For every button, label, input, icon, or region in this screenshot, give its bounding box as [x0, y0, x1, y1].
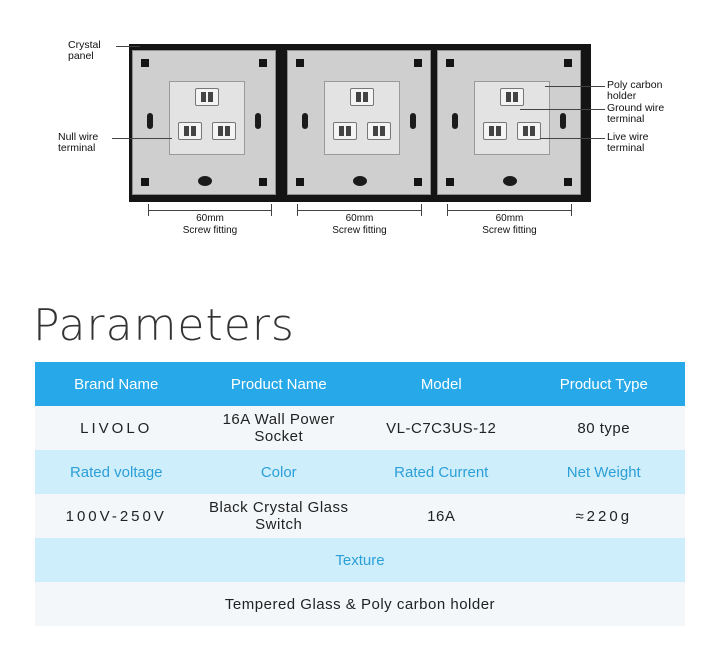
callout-text: Ground wire	[607, 102, 665, 114]
callout-text: Poly carbon	[607, 79, 663, 91]
poly-carbon-holder	[169, 81, 245, 155]
dimension-size: 60mm	[495, 213, 524, 224]
parameters-title: Parameters	[33, 300, 295, 351]
label-cell: Rated voltage	[69, 463, 163, 481]
table-label-row: Texture	[35, 538, 685, 582]
callout-text: holder	[607, 90, 637, 102]
label-cell: Color	[260, 463, 297, 481]
live-wire-terminal	[367, 122, 391, 140]
callout-text: Live wire	[607, 131, 649, 143]
callout-null-wire: Null wire terminal	[58, 132, 98, 154]
null-wire-terminal	[333, 122, 357, 140]
callout-live-wire: Live wire terminal	[607, 132, 648, 154]
callout-poly-carbon: Poly carbon holder	[607, 80, 662, 102]
dimension-text: Screw fitting	[332, 225, 387, 236]
poly-carbon-holder	[474, 81, 550, 155]
live-wire-terminal	[212, 122, 236, 140]
brand-value: LIVOLO	[80, 419, 153, 437]
dimension-text: Screw fitting	[182, 225, 238, 236]
label-cell: Rated Current	[394, 463, 489, 481]
crystal-panel	[129, 44, 591, 202]
rated-voltage-value: 100V-250V	[65, 507, 167, 525]
live-wire-terminal	[517, 122, 541, 140]
header-cell: Product Type	[559, 375, 648, 393]
dimension-label: 60mm Screw fitting	[447, 213, 572, 237]
color-value: Black Crystal Glass Switch	[208, 499, 349, 533]
socket-module	[287, 50, 431, 195]
callout-text: terminal	[607, 113, 645, 125]
dimension-size: 60mm	[196, 213, 224, 224]
net-weight-value: ≈220g	[575, 507, 633, 525]
parameters-table: Brand Name Product Name Model Product Ty…	[35, 362, 685, 626]
callout-ground-wire: Ground wire terminal	[607, 103, 664, 125]
product-type-value: 80 type	[577, 419, 631, 437]
dimension-size: 60mm	[345, 213, 374, 224]
callout-text: terminal	[58, 142, 96, 154]
callout-text: terminal	[607, 142, 645, 154]
header-cell: Product Name	[230, 375, 327, 393]
socket-module	[132, 50, 276, 195]
socket-module	[437, 50, 581, 195]
dimension-label: 60mm Screw fitting	[297, 213, 422, 237]
ground-wire-terminal	[195, 88, 219, 106]
header-cell: Model	[420, 375, 462, 393]
table-row: Tempered Glass & Poly carbon holder	[35, 582, 685, 626]
product-diagram: Crystal panel Null wire terminal Poly ca…	[0, 0, 720, 250]
product-name-value: 16A Wall Power Socket	[222, 411, 335, 445]
texture-label: Texture	[335, 551, 385, 569]
callout-crystal-panel: Crystal panel	[68, 40, 101, 62]
ground-wire-terminal	[350, 88, 374, 106]
header-cell: Brand Name	[74, 375, 159, 393]
null-wire-terminal	[178, 122, 202, 140]
dimension-text: Screw fitting	[482, 225, 537, 236]
table-row: LIVOLO 16A Wall Power Socket VL-C7C3US-1…	[35, 406, 685, 450]
null-wire-terminal	[483, 122, 507, 140]
table-row: 100V-250V Black Crystal Glass Switch 16A…	[35, 494, 685, 538]
dimension-label: 60mm Screw fitting	[148, 213, 272, 237]
poly-carbon-holder	[324, 81, 400, 155]
table-header-row: Brand Name Product Name Model Product Ty…	[35, 362, 685, 406]
callout-text: panel	[68, 50, 94, 62]
callout-text: Crystal	[68, 39, 101, 51]
table-label-row: Rated voltage Color Rated Current Net We…	[35, 450, 685, 494]
ground-wire-terminal	[500, 88, 524, 106]
model-value: VL-C7C3US-12	[386, 419, 497, 437]
label-cell: Net Weight	[566, 463, 641, 481]
rated-current-value: 16A	[427, 507, 456, 525]
callout-text: Null wire	[58, 131, 99, 143]
texture-value: Tempered Glass & Poly carbon holder	[224, 595, 496, 613]
